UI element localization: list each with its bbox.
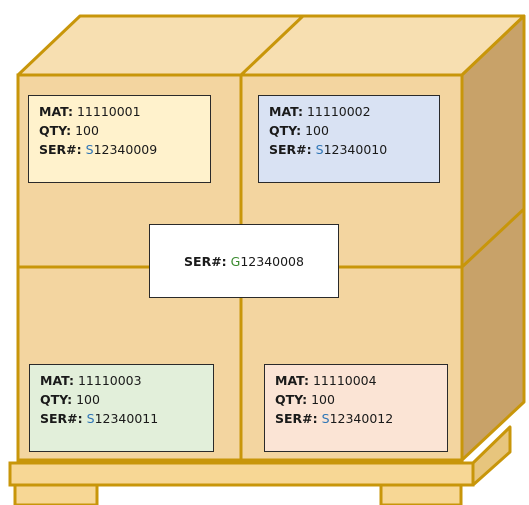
box-label-1: MAT: 11110001 QTY: 100 SER#: S12340009: [28, 95, 211, 183]
ser-number: 12340011: [94, 411, 159, 426]
ser-key: SER#:: [39, 142, 82, 157]
mat-key: MAT:: [39, 104, 73, 119]
ser-prefix: S: [315, 142, 324, 157]
pallet-ser-prefix: G: [230, 253, 241, 269]
qty-value: 100: [76, 392, 100, 407]
qty-value: 100: [305, 123, 329, 138]
ser-number: 12340009: [93, 142, 158, 157]
pallet-ser-number: 12340008: [240, 253, 304, 269]
mat-key: MAT:: [275, 373, 309, 388]
qty-key: QTY:: [40, 392, 73, 407]
pallet-foot-right: [379, 483, 463, 505]
qty-key: QTY:: [39, 123, 72, 138]
mat-value: 11110002: [306, 104, 371, 119]
mat-value: 11110003: [77, 373, 142, 388]
ser-number: 12340012: [329, 411, 394, 426]
pallet-foot-left: [13, 483, 99, 505]
mat-value: 11110004: [312, 373, 377, 388]
qty-value: 100: [75, 123, 99, 138]
qty-key: QTY:: [269, 123, 302, 138]
ser-key: SER#:: [269, 142, 312, 157]
ser-prefix: S: [321, 411, 330, 426]
ser-prefix: S: [86, 411, 95, 426]
mat-key: MAT:: [40, 373, 74, 388]
qty-key: QTY:: [275, 392, 308, 407]
top-divider: [239, 14, 305, 77]
pallet-deck: [8, 461, 475, 487]
side-divider: [460, 207, 526, 269]
ser-key: SER#:: [40, 411, 83, 426]
ser-key: SER#:: [275, 411, 318, 426]
mat-value: 11110001: [76, 104, 141, 119]
box-label-2: MAT: 11110002 QTY: 100 SER#: S12340010: [258, 95, 440, 183]
pallet-ser-key: SER#:: [184, 253, 227, 269]
mat-key: MAT:: [269, 104, 303, 119]
ser-number: 12340010: [323, 142, 388, 157]
box-label-3: MAT: 11110003 QTY: 100 SER#: S12340011: [29, 364, 214, 452]
qty-value: 100: [311, 392, 335, 407]
box-label-4: MAT: 11110004 QTY: 100 SER#: S12340012: [264, 364, 448, 452]
pallet-base: [8, 425, 512, 505]
ser-prefix: S: [85, 142, 94, 157]
